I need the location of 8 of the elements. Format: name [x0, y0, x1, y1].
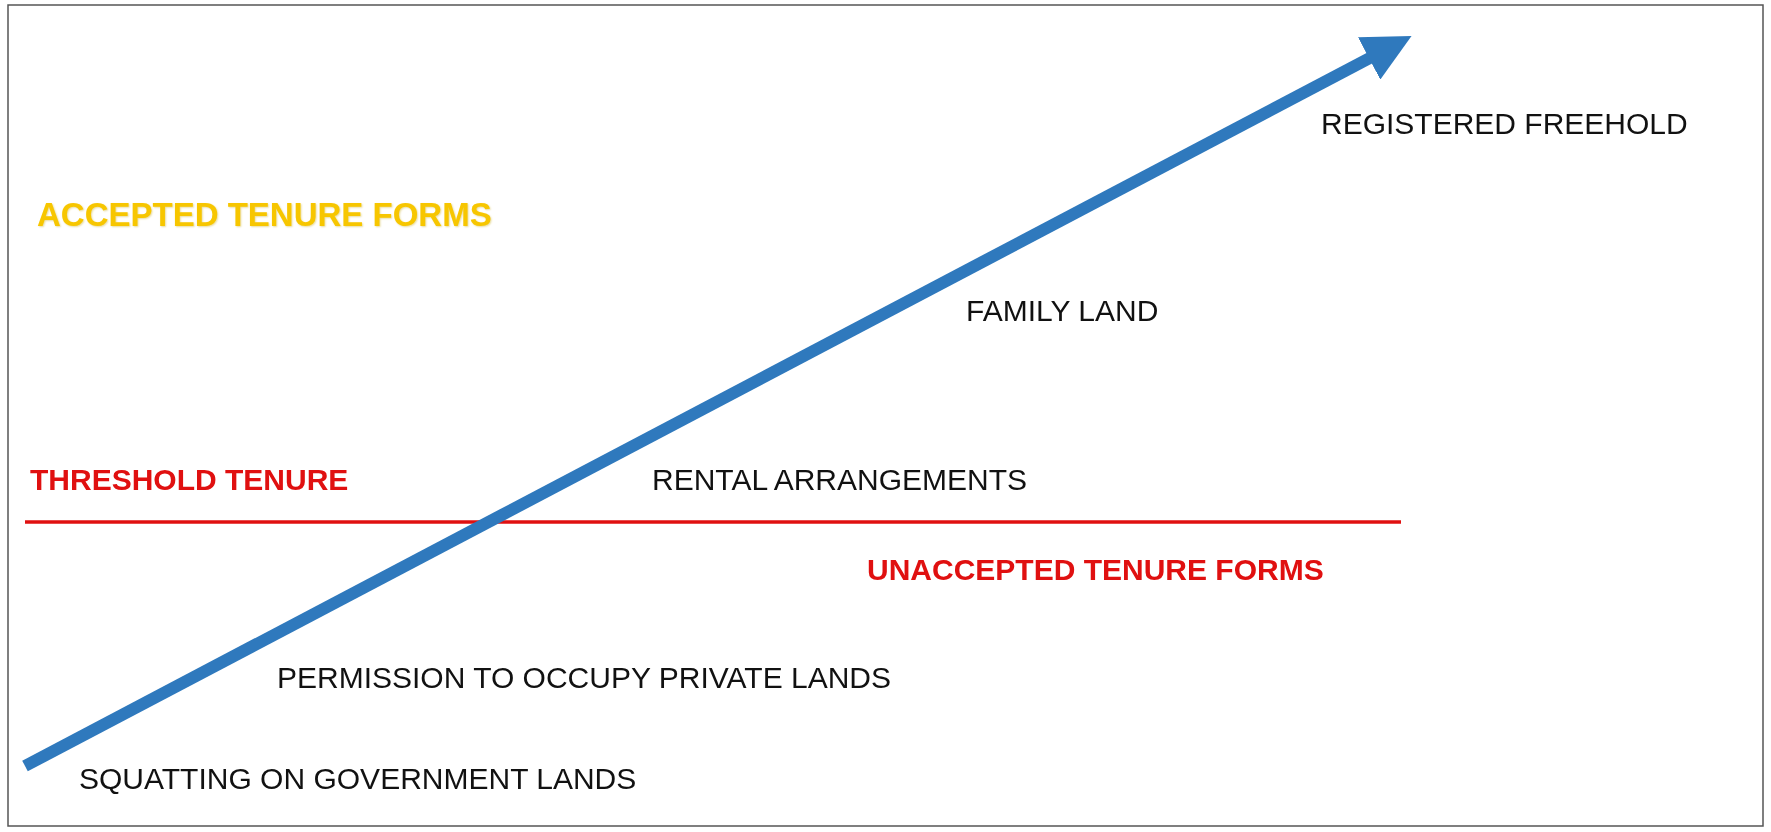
- threshold-label: THRESHOLD TENURE: [30, 462, 349, 498]
- tenure-label: SQUATTING ON GOVERNMENT LANDS: [79, 761, 637, 797]
- tenure-label: PERMISSION TO OCCUPY PRIVATE LANDS: [277, 660, 892, 696]
- tenure-label: RENTAL ARRANGEMENTS: [652, 462, 1028, 498]
- tenure-label: FAMILY LAND: [966, 293, 1159, 329]
- category-heading: ACCEPTED TENURE FORMS: [37, 197, 492, 233]
- category-heading: UNACCEPTED TENURE FORMS: [867, 552, 1324, 588]
- tenure-label: REGISTERED FREEHOLD: [1321, 106, 1688, 142]
